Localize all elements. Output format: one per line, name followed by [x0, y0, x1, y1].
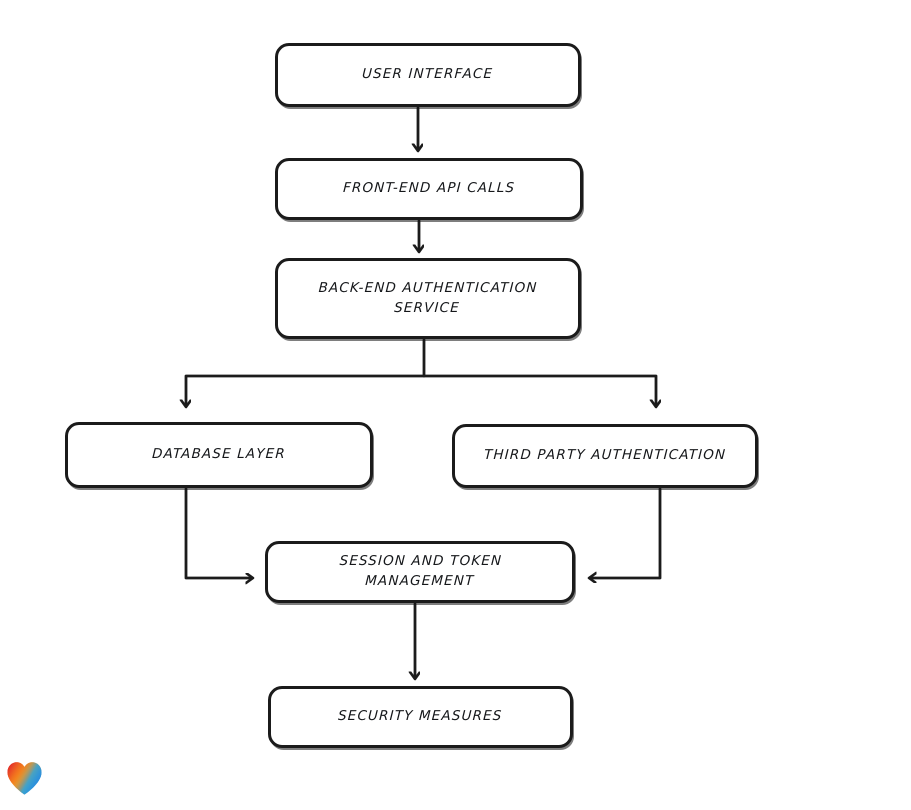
node-third-party-authentication[interactable]: Third Party Authentication — [452, 424, 758, 488]
node-label: User Interface — [362, 66, 495, 83]
node-front-end-api-calls[interactable]: Front-End API Calls — [275, 158, 583, 220]
edge-backend-to-third — [422, 374, 656, 404]
node-security-measures[interactable]: Security Measures — [268, 686, 573, 748]
node-label: Security Measures — [337, 708, 504, 725]
node-label: Front-End API Calls — [342, 180, 516, 197]
node-label: Database Layer — [151, 446, 287, 463]
node-session-and-token-management[interactable]: Session and Token Management — [265, 541, 575, 603]
node-back-end-auth-service[interactable]: Back-End Authentication Service — [275, 258, 581, 339]
edge-third-to-session — [592, 487, 662, 578]
edge-db-to-session — [184, 487, 250, 578]
node-database-layer[interactable]: Database Layer — [65, 422, 373, 488]
edge-backend-to-db — [186, 338, 426, 404]
node-label: Session and Token Management — [338, 553, 503, 589]
node-user-interface[interactable]: User Interface — [275, 43, 581, 107]
heart-icon — [7, 762, 42, 795]
node-label: Third Party Authentication — [483, 447, 727, 464]
node-label: Back-End Authentication Service — [318, 279, 539, 316]
